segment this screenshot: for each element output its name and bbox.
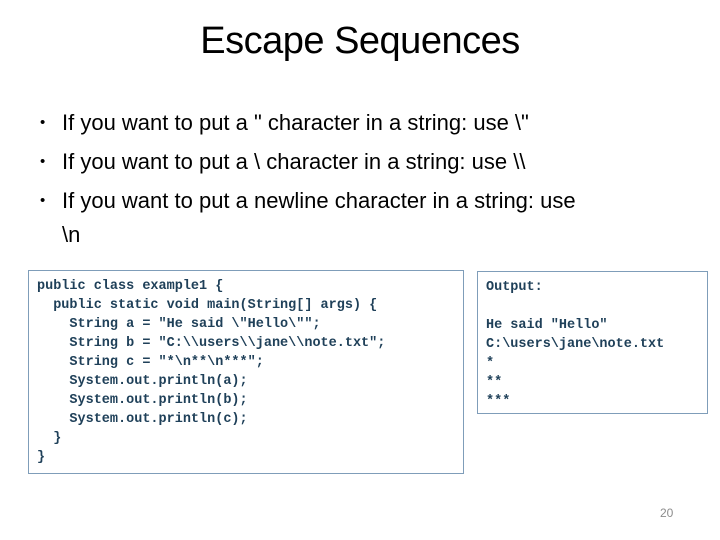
bullet-item-quote: • If you want to put a " character in a s… (40, 106, 674, 140)
bullet-text: If you want to put a " character in a st… (62, 110, 529, 135)
code-box: public class example1 { public static vo… (28, 270, 464, 474)
bullet-text: If you want to put a newline character i… (62, 188, 576, 247)
bullet-item-newline: • If you want to put a newline character … (40, 184, 674, 252)
bullet-text: If you want to put a \ character in a st… (62, 149, 526, 174)
output-text: Output: He said "Hello" C:\users\jane\no… (486, 280, 665, 409)
code-text: public class example1 { public static vo… (37, 279, 386, 465)
slide-title: Escape Sequences (200, 20, 520, 62)
output-box: Output: He said "Hello" C:\users\jane\no… (477, 271, 708, 414)
bullet-item-backslash: • If you want to put a \ character in a s… (40, 145, 674, 179)
page-number: 20 (660, 506, 674, 520)
bullet-list: • If you want to put a " character in a s… (40, 106, 674, 257)
bullet-icon: • (40, 114, 46, 131)
bullet-icon: • (40, 192, 46, 209)
bullet-icon: • (40, 153, 46, 170)
